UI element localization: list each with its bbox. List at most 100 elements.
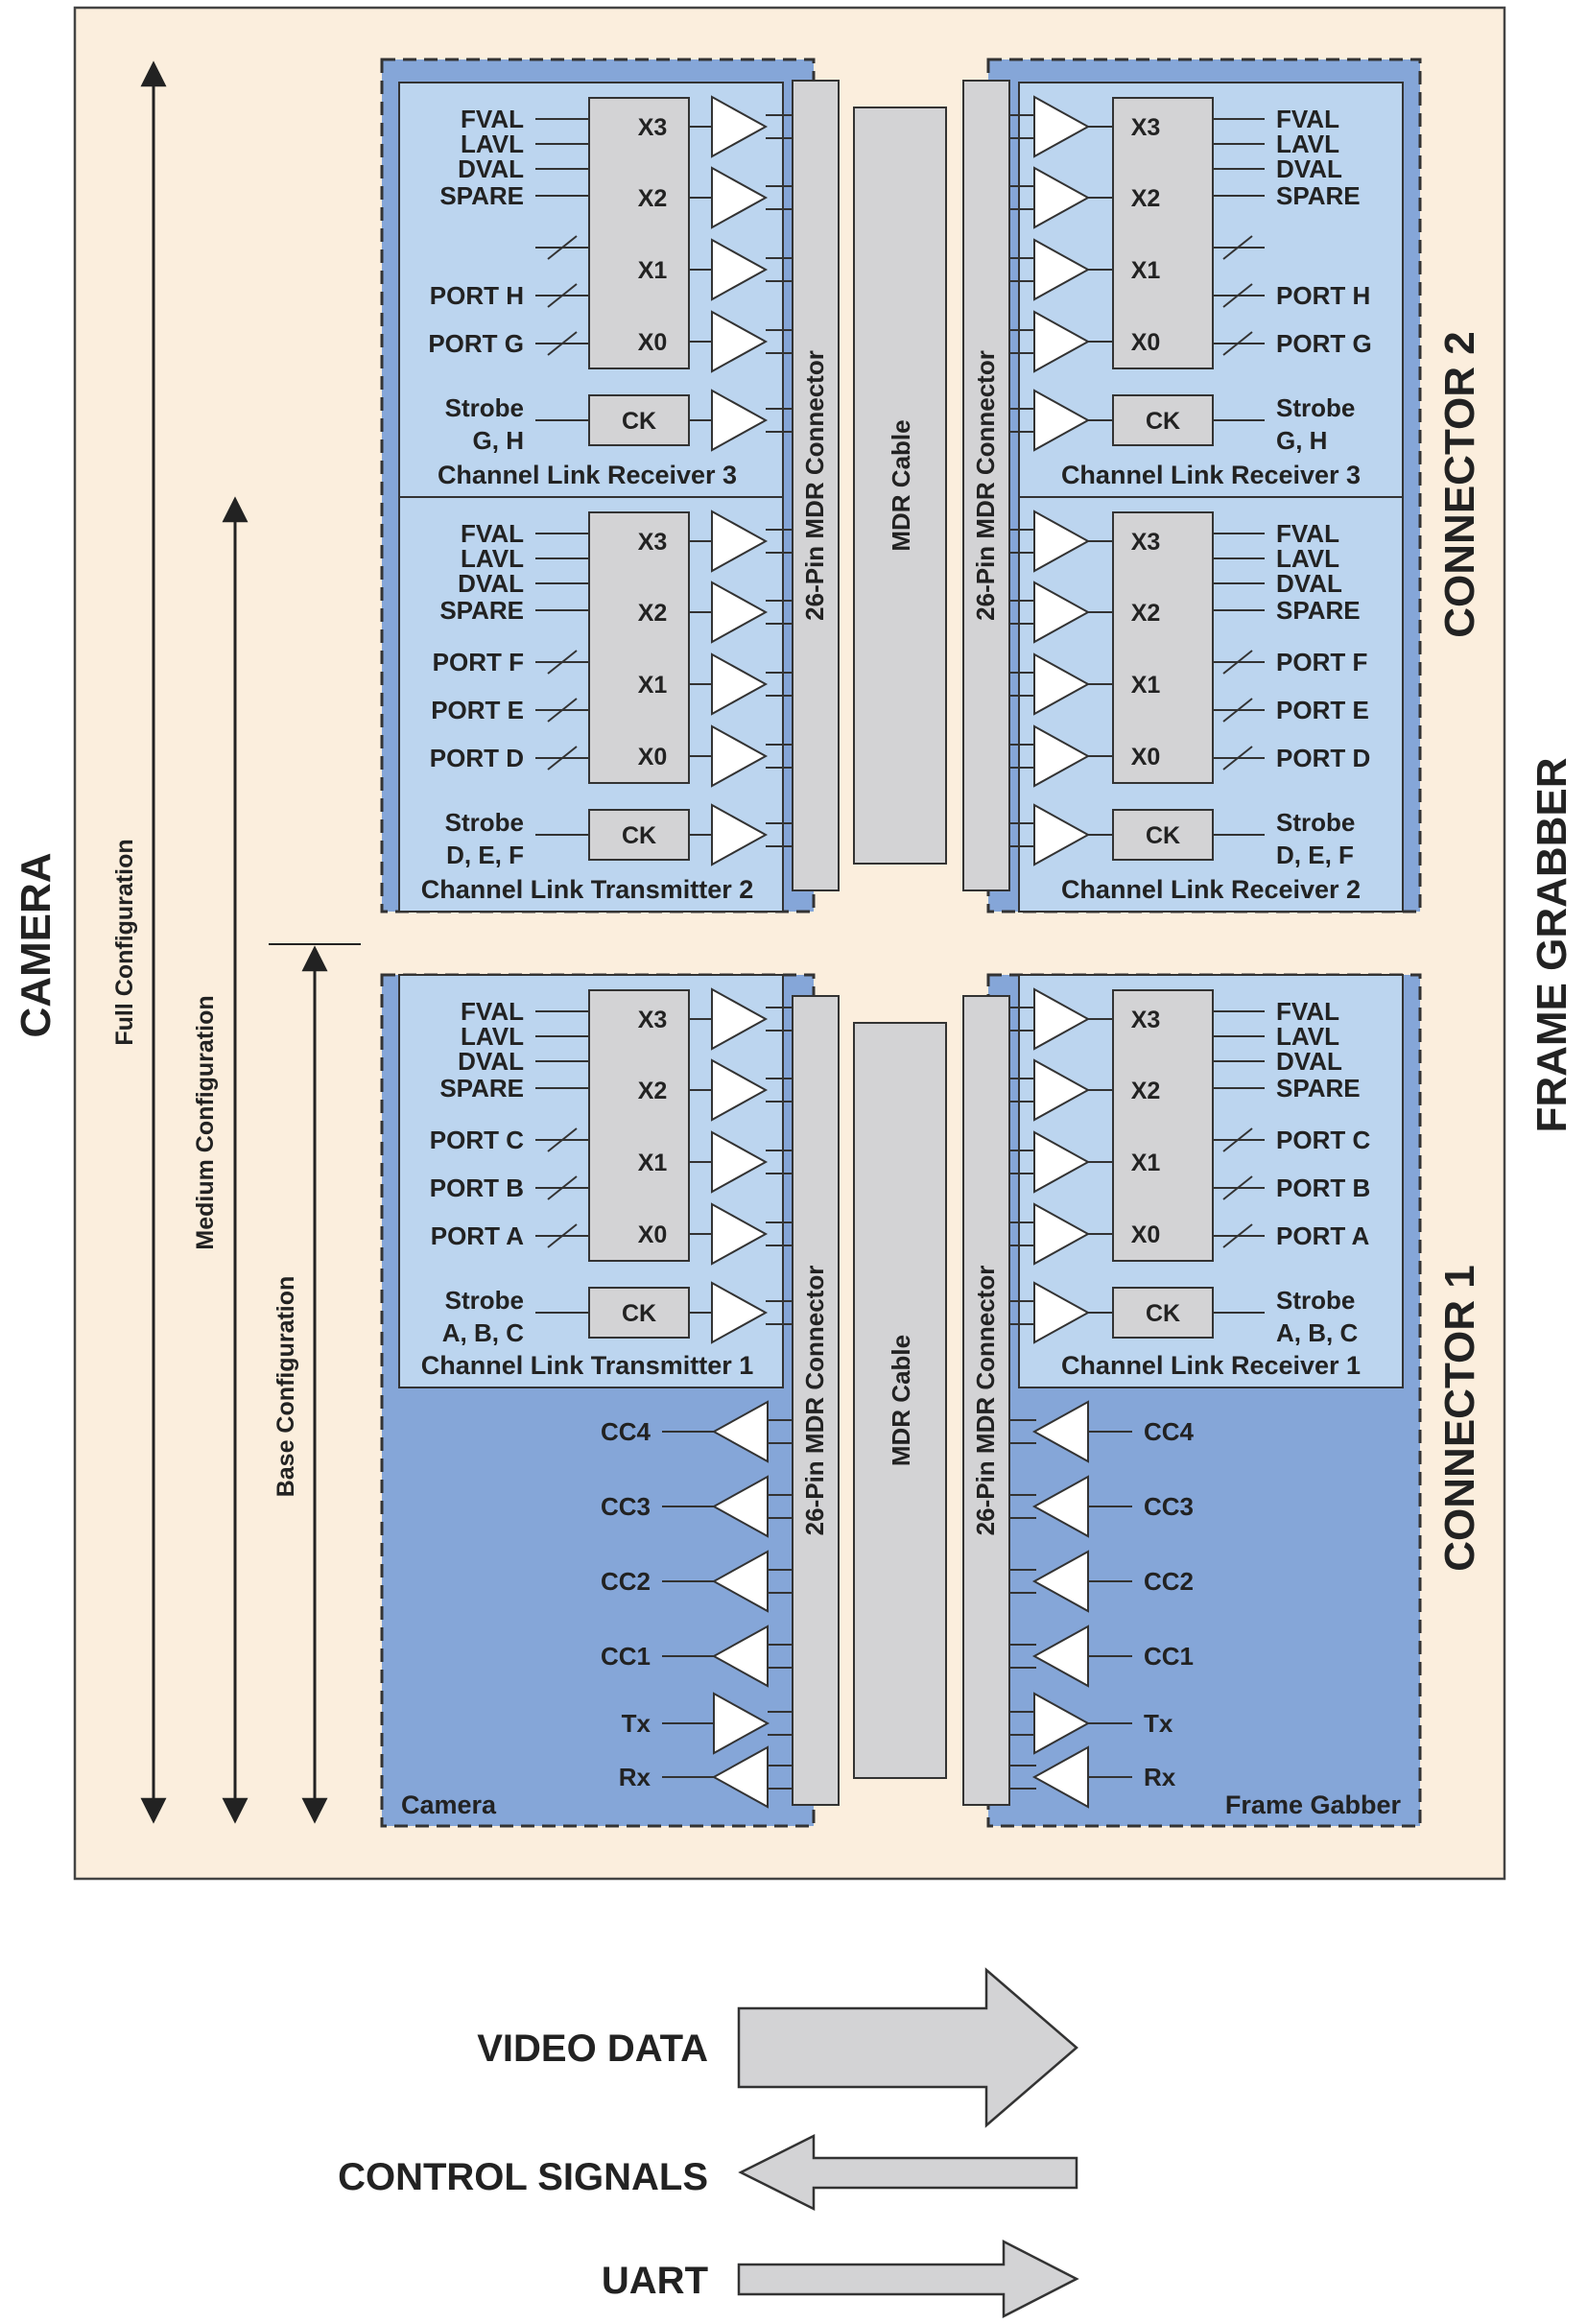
dval-label: DVAL [1276, 569, 1342, 598]
port-label: PORT H [1276, 281, 1370, 310]
camera-serializer-box [588, 989, 690, 1262]
fval-label: FVAL [1276, 997, 1339, 1026]
grabber-line-receiver [1033, 581, 1091, 644]
grabber-line-receiver [1033, 987, 1091, 1051]
strobe-ports-label: G, H [1276, 426, 1327, 455]
ck-label: CK [622, 822, 656, 849]
lavl-label: LAVL [461, 544, 524, 573]
lavl-label: LAVL [1276, 544, 1339, 573]
signal-wire [1222, 650, 1253, 675]
channel-x2-label: X2 [638, 600, 668, 627]
signal-wire [547, 331, 578, 356]
camera-line-driver [711, 510, 769, 573]
grabber-clock-box [1112, 1287, 1214, 1339]
cc4-label: CC4 [601, 1417, 651, 1446]
mdr-cable [853, 1022, 947, 1779]
grabber-line-receiver [1033, 1130, 1091, 1194]
fval-label: FVAL [461, 105, 524, 133]
grabber-block-title: Channel Link Receiver 3 [1061, 461, 1361, 489]
camera-panel-label: Camera [401, 1790, 497, 1819]
camera-line-driver [711, 1202, 769, 1266]
camera-line-driver [711, 652, 769, 716]
grabber-line-receiver [1033, 724, 1091, 788]
connector-1-label: CONNECTOR 1 [1436, 1265, 1483, 1571]
rx-label: Rx [619, 1763, 651, 1791]
signal-wire [547, 235, 578, 260]
video-data-arrow [737, 1967, 1078, 2128]
cc3-label: CC3 [601, 1492, 651, 1521]
lavl-label: LAVL [1276, 130, 1339, 158]
signal-wire [1222, 1223, 1253, 1248]
channel-x1-label: X1 [1131, 257, 1161, 284]
channel-x3-label: X3 [638, 529, 668, 556]
camera-line-driver [711, 310, 769, 373]
signal-wire [1222, 1175, 1253, 1200]
legend-control-label: CONTROL SIGNALS [338, 2156, 708, 2198]
signal-wire [1222, 283, 1253, 308]
grabber-line-receiver [1033, 166, 1091, 229]
strobe-ports-label: A, B, C [1276, 1318, 1358, 1347]
grabber-clock-box [1112, 809, 1214, 861]
grabber-mdr-connector [962, 995, 1010, 1806]
signal-wire [1222, 1127, 1253, 1152]
signal-wire [547, 1175, 578, 1200]
base-config-label: Base Configuration [272, 1276, 299, 1498]
grabber-line-receiver [1033, 238, 1091, 301]
spare-label: SPARE [1276, 596, 1361, 625]
cc3-label: CC3 [1144, 1492, 1194, 1521]
port-label: PORT H [430, 281, 524, 310]
grabber-line-receiver [1033, 803, 1091, 866]
grabber-line-receiver [1033, 1058, 1091, 1122]
port-label: PORT B [1276, 1174, 1370, 1202]
grabber-mdr-connector [962, 80, 1010, 891]
camera-clock-box [588, 1287, 690, 1339]
camera-mdr-connector [792, 80, 840, 891]
camera-mdr-connector [792, 995, 840, 1806]
rx-label: Rx [1144, 1763, 1176, 1791]
port-label: PORT A [431, 1221, 524, 1250]
strobe-label: Strobe [1276, 393, 1355, 422]
port-label: PORT C [430, 1126, 524, 1154]
grabber-line-receiver [1033, 310, 1091, 373]
fval-label: FVAL [1276, 105, 1339, 133]
cc2-label: CC2 [1144, 1567, 1194, 1596]
channel-x2-label: X2 [1131, 1078, 1161, 1104]
port-label: PORT C [1276, 1126, 1370, 1154]
port-label: PORT F [1276, 648, 1367, 676]
cc2-label: CC2 [601, 1567, 651, 1596]
mdr-connector-label: 26-Pin MDR Connector [971, 1266, 1000, 1536]
port-label: PORT A [1276, 1221, 1369, 1250]
strobe-ports-label: G, H [473, 426, 524, 455]
grabber-tx-buffer [1033, 1692, 1091, 1755]
dval-label: DVAL [458, 1047, 524, 1076]
camera-line-driver [711, 166, 769, 229]
spare-label: SPARE [1276, 181, 1361, 210]
camera-line-driver [711, 581, 769, 644]
dval-label: DVAL [458, 569, 524, 598]
mdr-connector-label: 26-Pin MDR Connector [971, 350, 1000, 621]
frame-grabber-panel-label: Frame Gabber [1225, 1790, 1402, 1819]
legend-video-label: VIDEO DATA [477, 2028, 708, 2070]
channel-x3-label: X3 [638, 1007, 668, 1033]
channel-x2-label: X2 [1131, 185, 1161, 212]
port-label: PORT G [1276, 329, 1372, 358]
camera-cc4-buffer [711, 1400, 769, 1463]
signal-wire [547, 650, 578, 675]
channel-x3-label: X3 [1131, 114, 1161, 141]
signal-wire [1222, 235, 1253, 260]
camera-line-driver [711, 803, 769, 866]
strobe-label: Strobe [445, 1286, 524, 1315]
signal-wire [1222, 746, 1253, 771]
camera-line-driver [711, 724, 769, 788]
camera-cc2-buffer [711, 1550, 769, 1613]
grabber-line-receiver [1033, 389, 1091, 452]
fval-label: FVAL [1276, 519, 1339, 548]
mdr-cable-label: MDR Cable [887, 1335, 915, 1466]
channel-x0-label: X0 [638, 329, 668, 356]
camera-cc3-buffer [711, 1475, 769, 1538]
camera-rx-buffer [711, 1745, 769, 1809]
ck-label: CK [622, 408, 656, 435]
tx-label: Tx [622, 1709, 651, 1738]
